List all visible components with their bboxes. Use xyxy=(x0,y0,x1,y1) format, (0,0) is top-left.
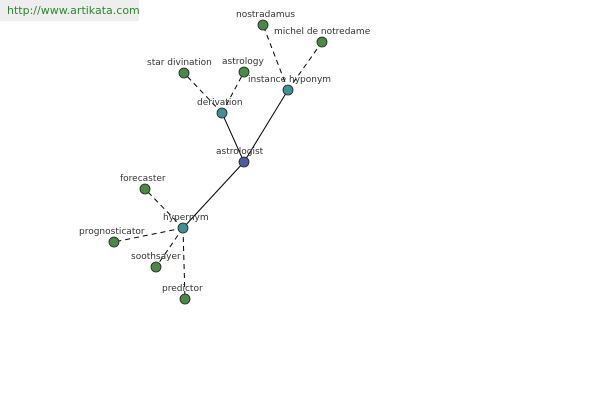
edge-hypernym-to-forecaster xyxy=(144,188,184,229)
node-derivation[interactable]: derivation xyxy=(197,98,243,119)
node-astrologist[interactable]: astrologist xyxy=(216,147,264,168)
node-michel-de-notredame-label: michel de notredame xyxy=(274,27,371,37)
edges-layer xyxy=(113,24,323,300)
node-instance-hyponym-label: instance hyponym xyxy=(248,75,331,85)
node-soothsayer[interactable]: soothsayer xyxy=(131,252,181,273)
node-nostradamus-label: nostradamus xyxy=(236,10,295,20)
node-nostradamus[interactable]: nostradamus xyxy=(236,10,295,31)
nodes-layer: astrologist derivation instance hyponym hyp… xyxy=(79,10,371,305)
node-astrology-label: astrology xyxy=(222,57,264,67)
node-instance-hyponym[interactable]: instance hyponym xyxy=(248,75,331,96)
node-predictor[interactable]: predictor xyxy=(162,284,203,305)
node-forecaster-label: forecaster xyxy=(120,174,166,184)
node-prognosticator-label: prognosticator xyxy=(79,227,145,237)
node-prognosticator[interactable]: prognosticator xyxy=(79,227,145,248)
site-url-link[interactable]: http://www.artikata.com xyxy=(7,4,140,17)
node-nostradamus-marker[interactable] xyxy=(257,19,269,31)
edge-instance-hyponym-to-nostradamus xyxy=(262,24,289,91)
node-astrology[interactable]: astrology xyxy=(222,57,264,78)
node-astrologist-label: astrologist xyxy=(216,147,264,157)
node-star-divination-label: star divination xyxy=(147,58,212,68)
node-hypernym-marker[interactable] xyxy=(177,222,189,234)
edge-derivation-to-astrology xyxy=(221,71,245,114)
edge-hypernym-to-soothsayer xyxy=(155,227,184,268)
node-astrology-marker[interactable] xyxy=(238,66,250,78)
node-predictor-marker[interactable] xyxy=(179,293,191,305)
node-forecaster[interactable]: forecaster xyxy=(120,174,166,195)
node-soothsayer-label: soothsayer xyxy=(131,252,181,262)
url-banner: http://www.artikata.com xyxy=(0,0,140,21)
node-derivation-marker[interactable] xyxy=(216,107,228,119)
node-soothsayer-marker[interactable] xyxy=(150,261,162,273)
node-prognosticator-marker[interactable] xyxy=(108,236,120,248)
node-star-divination[interactable]: star divination xyxy=(147,58,212,79)
edge-instance-hyponym-to-michel-de-notredame xyxy=(287,41,323,91)
node-hypernym-label: hypernym xyxy=(163,213,209,223)
node-derivation-label: derivation xyxy=(197,98,243,108)
node-star-divination-marker[interactable] xyxy=(178,67,190,79)
edge-hypernym-to-prognosticator xyxy=(113,227,184,243)
edge-astrologist-to-hypernym xyxy=(182,161,245,229)
edge-astrologist-to-instance-hyponym xyxy=(243,89,289,163)
node-michel-de-notredame-marker[interactable] xyxy=(316,36,328,48)
node-forecaster-marker[interactable] xyxy=(139,183,151,195)
node-michel-de-notredame[interactable]: michel de notredame xyxy=(274,27,371,48)
node-predictor-label: predictor xyxy=(162,284,203,294)
node-astrologist-marker[interactable] xyxy=(238,156,250,168)
edge-hypernym-to-predictor xyxy=(182,227,186,300)
edge-astrologist-to-derivation xyxy=(221,112,245,163)
node-hypernym[interactable]: hypernym xyxy=(163,213,209,234)
node-instance-hyponym-marker[interactable] xyxy=(282,84,294,96)
edge-derivation-to-star-divination xyxy=(183,72,223,114)
